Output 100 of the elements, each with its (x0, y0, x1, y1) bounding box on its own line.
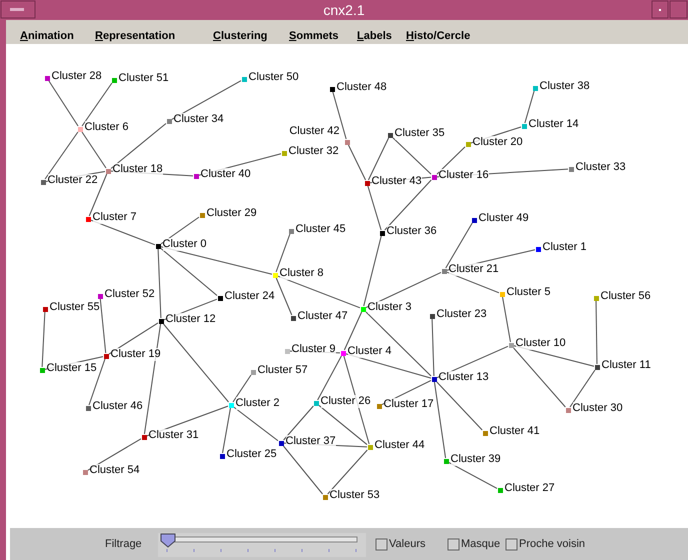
graph-edge (502, 296, 511, 342)
graph-edge (513, 348, 566, 408)
node-label: Cluster 17 (384, 398, 434, 410)
node-label: Cluster 9 (292, 342, 336, 356)
node-label: Cluster 36 (386, 224, 437, 238)
node-label: Cluster 57 (258, 364, 308, 376)
graph-edge (163, 324, 229, 402)
node-label: Cluster 19 (110, 348, 161, 360)
node-label: Cluster 42 (289, 124, 340, 138)
node-label: Cluster 37 (286, 434, 336, 448)
graph-edge (363, 236, 382, 306)
node-label: Cluster 7 (92, 210, 137, 224)
node-label: Cluster 24 (224, 290, 275, 302)
node-label: Cluster 1 (542, 240, 587, 254)
node-label: Cluster 2 (236, 396, 280, 410)
node-label: Cluster 25 (226, 448, 277, 460)
graph-edge (367, 186, 382, 230)
node-label: Cluster 55 (50, 300, 100, 314)
control-label: Filtrage (105, 538, 142, 551)
graph-edge (88, 174, 108, 216)
graph-edge (82, 82, 112, 126)
graph-edge (282, 446, 324, 494)
menu-item: Sommets (289, 30, 339, 43)
node-label: Cluster 38 (540, 80, 590, 92)
node-label: Cluster 3 (368, 300, 412, 314)
node-label: Cluster 39 (450, 452, 501, 466)
menu-item: Representation (95, 30, 176, 43)
node-label: Cluster 21 (448, 262, 499, 276)
graph-edge (232, 374, 252, 402)
graph-edge (88, 438, 142, 471)
menu-item: Histo/Cercle (406, 30, 470, 43)
node-label: Cluster 5 (506, 286, 551, 298)
node-label: Cluster 20 (472, 136, 523, 148)
graph-edge (524, 90, 535, 124)
graph-edge (90, 220, 156, 246)
node-label: Cluster 8 (280, 266, 324, 280)
graph-edge (344, 312, 362, 350)
graph-edge (276, 234, 290, 272)
graph-edge (44, 132, 78, 180)
node-label: Cluster 33 (576, 160, 626, 174)
menu-item: Labels (357, 30, 392, 43)
node-label: Cluster 40 (200, 168, 251, 180)
graph-edge (172, 80, 242, 120)
graph-edge (318, 404, 368, 446)
node-label: Cluster 22 (48, 174, 98, 186)
node-label: Cluster 26 (320, 394, 371, 408)
graph-edge (160, 246, 272, 275)
node-label: Cluster 28 (52, 70, 102, 82)
graph-edge (82, 132, 106, 168)
graph-edge (42, 312, 46, 368)
graph-edge (110, 122, 166, 170)
control-label: Proche voisin (519, 538, 586, 551)
graph-edge (432, 318, 434, 376)
node-label: Cluster 53 (330, 488, 380, 502)
node-label: Cluster 48 (336, 80, 387, 94)
graph-edge (160, 248, 218, 296)
node-label: Cluster 35 (394, 126, 445, 140)
graph-edge (283, 406, 314, 440)
node-label: Cluster 23 (436, 308, 487, 320)
graph-edge (448, 462, 498, 489)
graph-edge (144, 324, 162, 434)
graph-edge (445, 222, 473, 268)
node-label: Cluster 10 (516, 336, 566, 350)
node-label: Cluster 34 (174, 112, 224, 126)
graph-edge (100, 298, 106, 354)
graph-edge (278, 276, 360, 308)
node-label: Cluster 6 (84, 120, 129, 134)
node-label: Cluster 27 (504, 482, 555, 494)
node-label: Cluster 44 (374, 438, 425, 452)
graph-edge (160, 216, 200, 244)
node-label: Cluster 45 (296, 222, 346, 236)
node-label: Cluster 13 (438, 370, 489, 384)
graph-edge (234, 406, 278, 442)
node-label: Cluster 43 (372, 174, 422, 188)
graph-edge (596, 300, 598, 364)
graph-edge (392, 137, 432, 175)
graph-edge (366, 311, 432, 377)
graph-edge (570, 370, 596, 408)
graph-edge (108, 322, 158, 355)
graph-edge (436, 382, 483, 430)
graph-edge (368, 138, 390, 180)
node-label: Cluster 54 (90, 464, 140, 476)
node-label: Cluster 0 (162, 238, 207, 250)
node-label: Cluster 32 (288, 144, 339, 158)
graph-edge (436, 146, 466, 175)
node-label: Cluster 11 (602, 358, 651, 372)
node-label: Cluster 29 (206, 206, 257, 220)
node-label: Cluster 41 (490, 424, 540, 438)
node-label: Cluster 12 (166, 312, 216, 326)
node-label: Cluster 46 (92, 400, 143, 412)
graph-edge (384, 180, 432, 230)
node-label: Cluster 51 (118, 72, 169, 84)
graph-edge (434, 382, 446, 458)
control-label: Masque (461, 538, 500, 551)
node-label: Cluster 15 (46, 362, 97, 374)
node-label: Cluster 52 (104, 288, 155, 300)
node-label: Cluster 4 (348, 344, 392, 358)
graph-edge (327, 450, 368, 494)
graph-edge (348, 144, 366, 180)
graph-edge (276, 278, 292, 316)
